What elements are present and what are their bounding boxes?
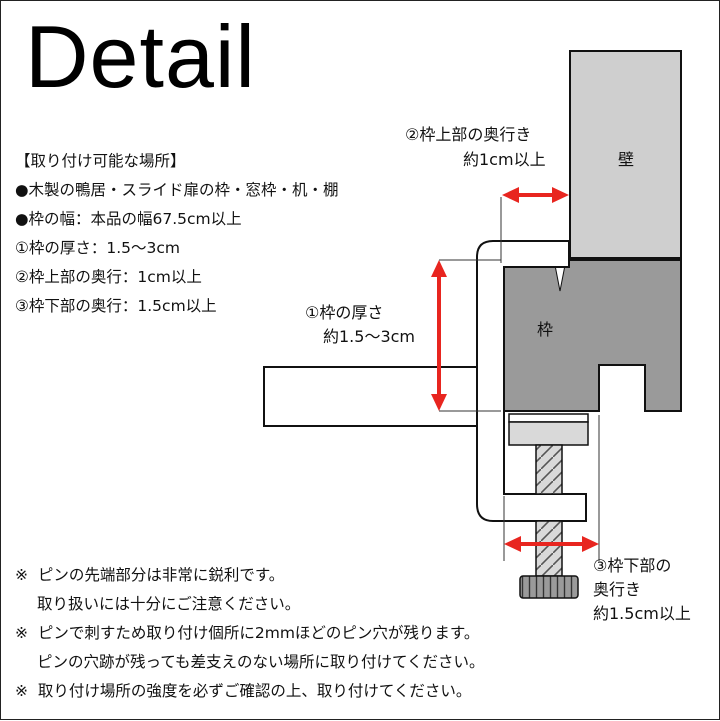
spec-item-locations: ●木製の鴨居・スライド扉の枠・窓枠・机・棚 <box>15 181 339 199</box>
note-2: ※ ピンで刺すため取り付け個所に2mmほどのピン穴が残ります。 <box>15 619 485 648</box>
bottom-depth-label-sub: 奥行き <box>593 580 641 599</box>
page-title: Detail <box>25 7 256 106</box>
screw-knob <box>519 575 579 599</box>
note-1-cont: 取り扱いには十分にご注意ください。 <box>15 590 485 619</box>
installation-spec-list: 【取り付け可能な場所】 ●木製の鴨居・スライド扉の枠・窓枠・机・棚 ●枠の幅：本… <box>15 147 339 321</box>
top-depth-label-value: 約1cm以上 <box>463 150 546 169</box>
top-depth-label-title: ②枠上部の奥行き <box>405 125 531 144</box>
note-3-text: 取り付け場所の強度を必ずご確認の上、取り付けてください。 <box>37 682 472 700</box>
frame-block <box>500 259 682 412</box>
note-mark: ※ <box>15 566 28 584</box>
note-mark: ※ <box>15 624 28 642</box>
bottom-depth-label-value: 約1.5cm以上 <box>593 604 691 623</box>
spec-heading: 【取り付け可能な場所】 <box>15 152 186 170</box>
screw-shaft-upper <box>535 444 563 495</box>
note-1-text-cont: 取り扱いには十分にご注意ください。 <box>37 595 301 613</box>
note-2-text-cont: ピンの穴跡が残っても差支えのない場所に取り付けてください。 <box>37 653 485 671</box>
note-1: ※ ピンの先端部分は非常に鋭利です。 <box>15 561 485 590</box>
spec-item-top-depth: ②枠上部の奥行：1cm以上 <box>15 268 202 286</box>
frame-label: 枠 <box>537 320 553 339</box>
wall-label: 壁 <box>618 150 634 169</box>
note-mark: ※ <box>15 682 28 700</box>
clamp-body <box>476 240 587 522</box>
screw-shaft-lower <box>535 520 563 577</box>
note-2-cont: ピンの穴跡が残っても差支えのない場所に取り付けてください。 <box>15 648 485 677</box>
note-1-text: ピンの先端部分は非常に鋭利です。 <box>37 566 285 584</box>
dimension-arrows <box>431 187 599 552</box>
spec-item-width: ●枠の幅：本品の幅67.5cm以上 <box>15 210 242 228</box>
pressure-pad <box>508 421 589 446</box>
spec-item-bottom-depth: ③枠下部の奥行：1.5cm以上 <box>15 297 217 315</box>
note-3: ※ 取り付け場所の強度を必ずご確認の上、取り付けてください。 <box>15 677 485 706</box>
guide-lines <box>439 197 600 561</box>
pressure-pad-top <box>508 413 589 423</box>
bottom-depth-label-title: ③枠下部の <box>593 556 671 575</box>
note-2-text: ピンで刺すため取り付け個所に2mmほどのピン穴が残ります。 <box>37 624 480 642</box>
thickness-label-value: 約1.5～3cm <box>323 327 415 346</box>
spec-item-thickness: ①枠の厚さ：1.5～3cm <box>15 239 181 257</box>
thickness-label-title: ①枠の厚さ <box>305 303 383 322</box>
wall-block <box>569 50 682 259</box>
caution-notes: ※ ピンの先端部分は非常に鋭利です。 取り扱いには十分にご注意ください。 ※ ピ… <box>15 561 485 706</box>
